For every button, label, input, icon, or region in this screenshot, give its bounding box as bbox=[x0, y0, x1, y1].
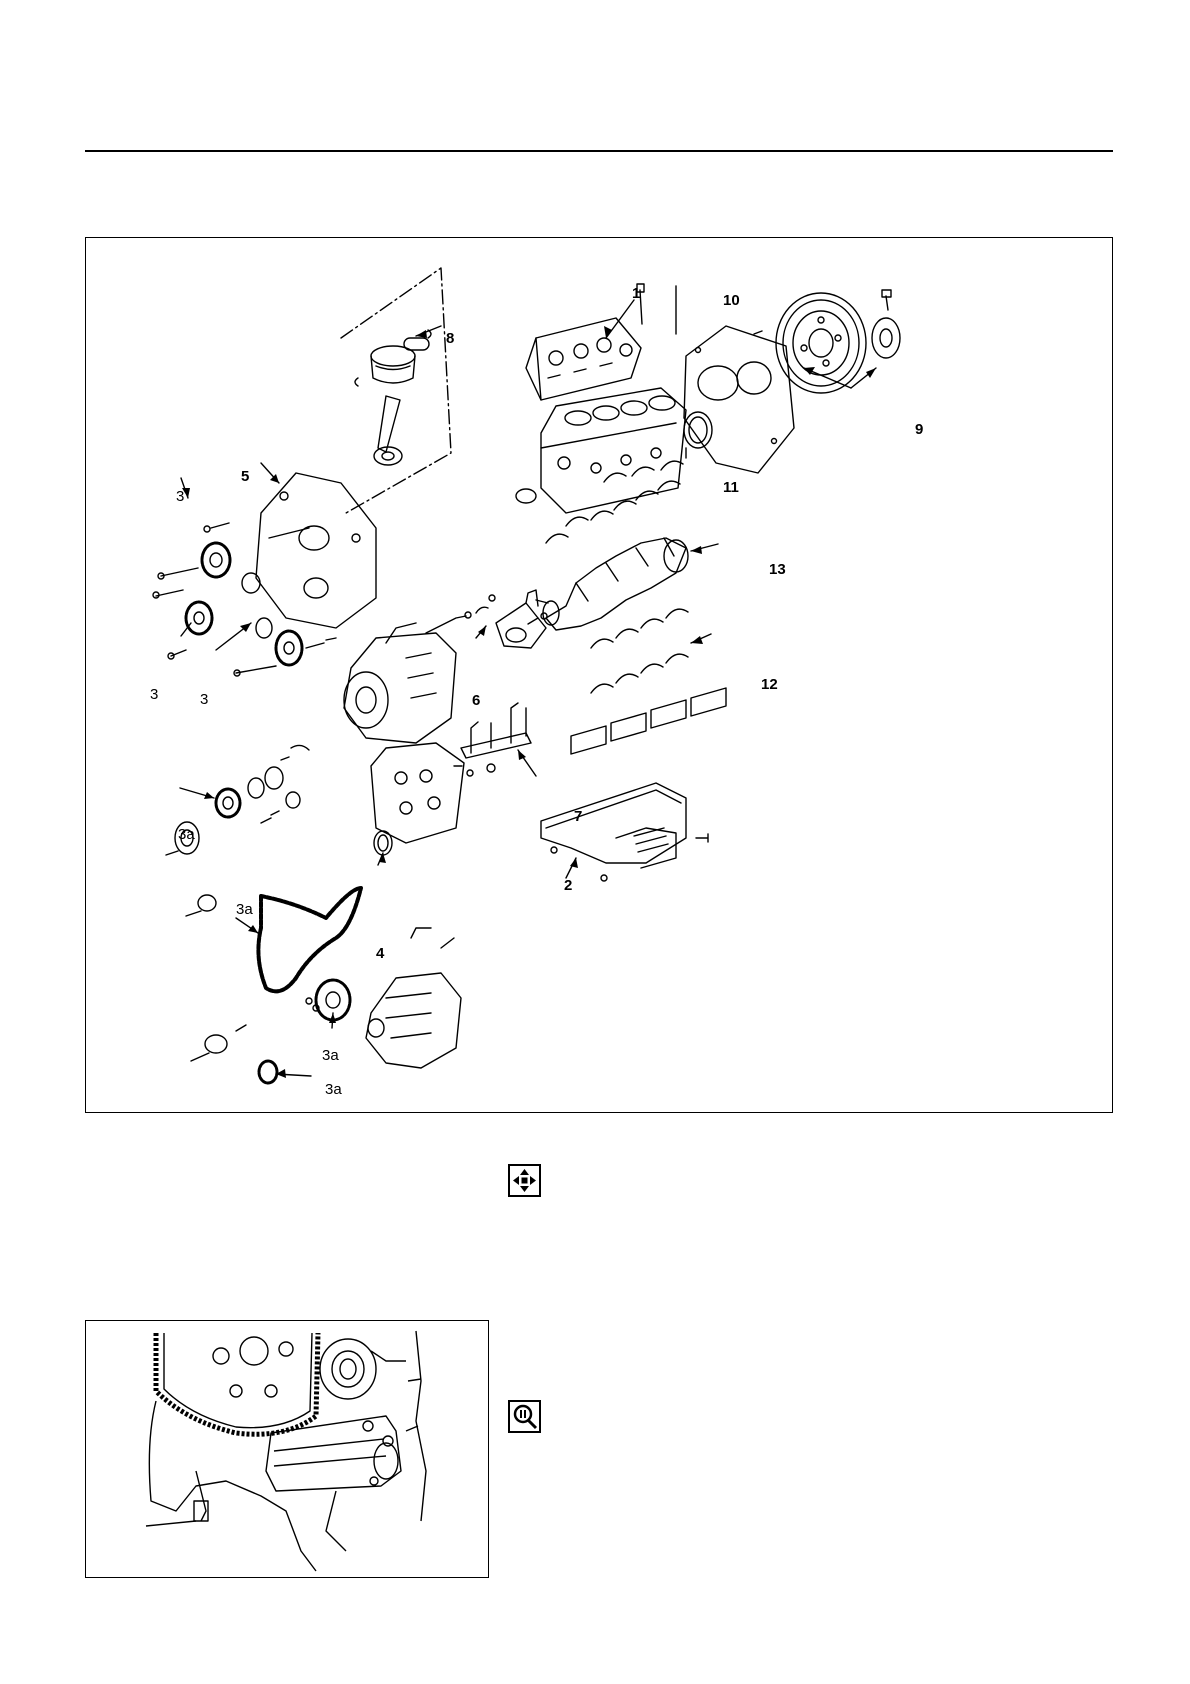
callout-labels: 1 2 3 3 3 3a 3a 3a 3a 4 5 6 7 8 9 10 11 … bbox=[150, 285, 923, 1098]
oil-pan bbox=[541, 783, 708, 881]
timing-belt bbox=[186, 888, 361, 991]
timing-gears bbox=[153, 523, 336, 676]
magnifier-icon bbox=[508, 1400, 541, 1433]
callout-1: 1 bbox=[632, 285, 640, 302]
callout-5: 5 bbox=[241, 468, 249, 485]
callout-3-left: 3 bbox=[150, 686, 158, 703]
injection-pump-upper bbox=[344, 612, 471, 743]
callout-4: 4 bbox=[376, 945, 385, 962]
water-pump-housing bbox=[281, 743, 464, 843]
front-oil-seal bbox=[374, 831, 392, 855]
exploded-engine-diagram: 1 2 3 3 3 3a 3a 3a 3a 4 5 6 7 8 9 10 11 … bbox=[85, 237, 1113, 1113]
callout-6: 6 bbox=[472, 692, 480, 709]
callout-7: 7 bbox=[574, 808, 582, 825]
cylinder-block bbox=[516, 388, 686, 513]
lower-pulleys bbox=[191, 980, 350, 1083]
callout-3a-3: 3a bbox=[322, 1047, 339, 1064]
starter-removal-illustration bbox=[85, 1320, 489, 1578]
cylinder-head bbox=[526, 284, 644, 400]
callout-3-mid: 3 bbox=[200, 691, 208, 708]
callout-12: 12 bbox=[761, 676, 778, 693]
callout-3-top: 3 bbox=[176, 488, 184, 505]
rear-plate bbox=[684, 326, 794, 473]
timing-gear-case bbox=[256, 473, 376, 628]
piston-rod-assembly bbox=[341, 268, 451, 513]
crankshaft bbox=[528, 538, 688, 630]
callout-2: 2 bbox=[564, 877, 572, 894]
callout-8: 8 bbox=[446, 330, 454, 347]
rear-oil-seal bbox=[684, 412, 712, 448]
callout-10: 10 bbox=[723, 292, 740, 309]
callout-3a-1: 3a bbox=[178, 826, 195, 843]
bearing-caps bbox=[571, 609, 726, 754]
four-arrows-icon bbox=[508, 1164, 541, 1197]
oil-pipe bbox=[454, 703, 531, 776]
callout-13: 13 bbox=[769, 561, 786, 578]
callout-9: 9 bbox=[915, 421, 923, 438]
header-rule bbox=[85, 150, 1113, 152]
callout-3a-2: 3a bbox=[236, 901, 253, 918]
callout-3a-4: 3a bbox=[325, 1081, 342, 1098]
flywheel bbox=[776, 290, 900, 393]
callout-11: 11 bbox=[723, 479, 739, 496]
